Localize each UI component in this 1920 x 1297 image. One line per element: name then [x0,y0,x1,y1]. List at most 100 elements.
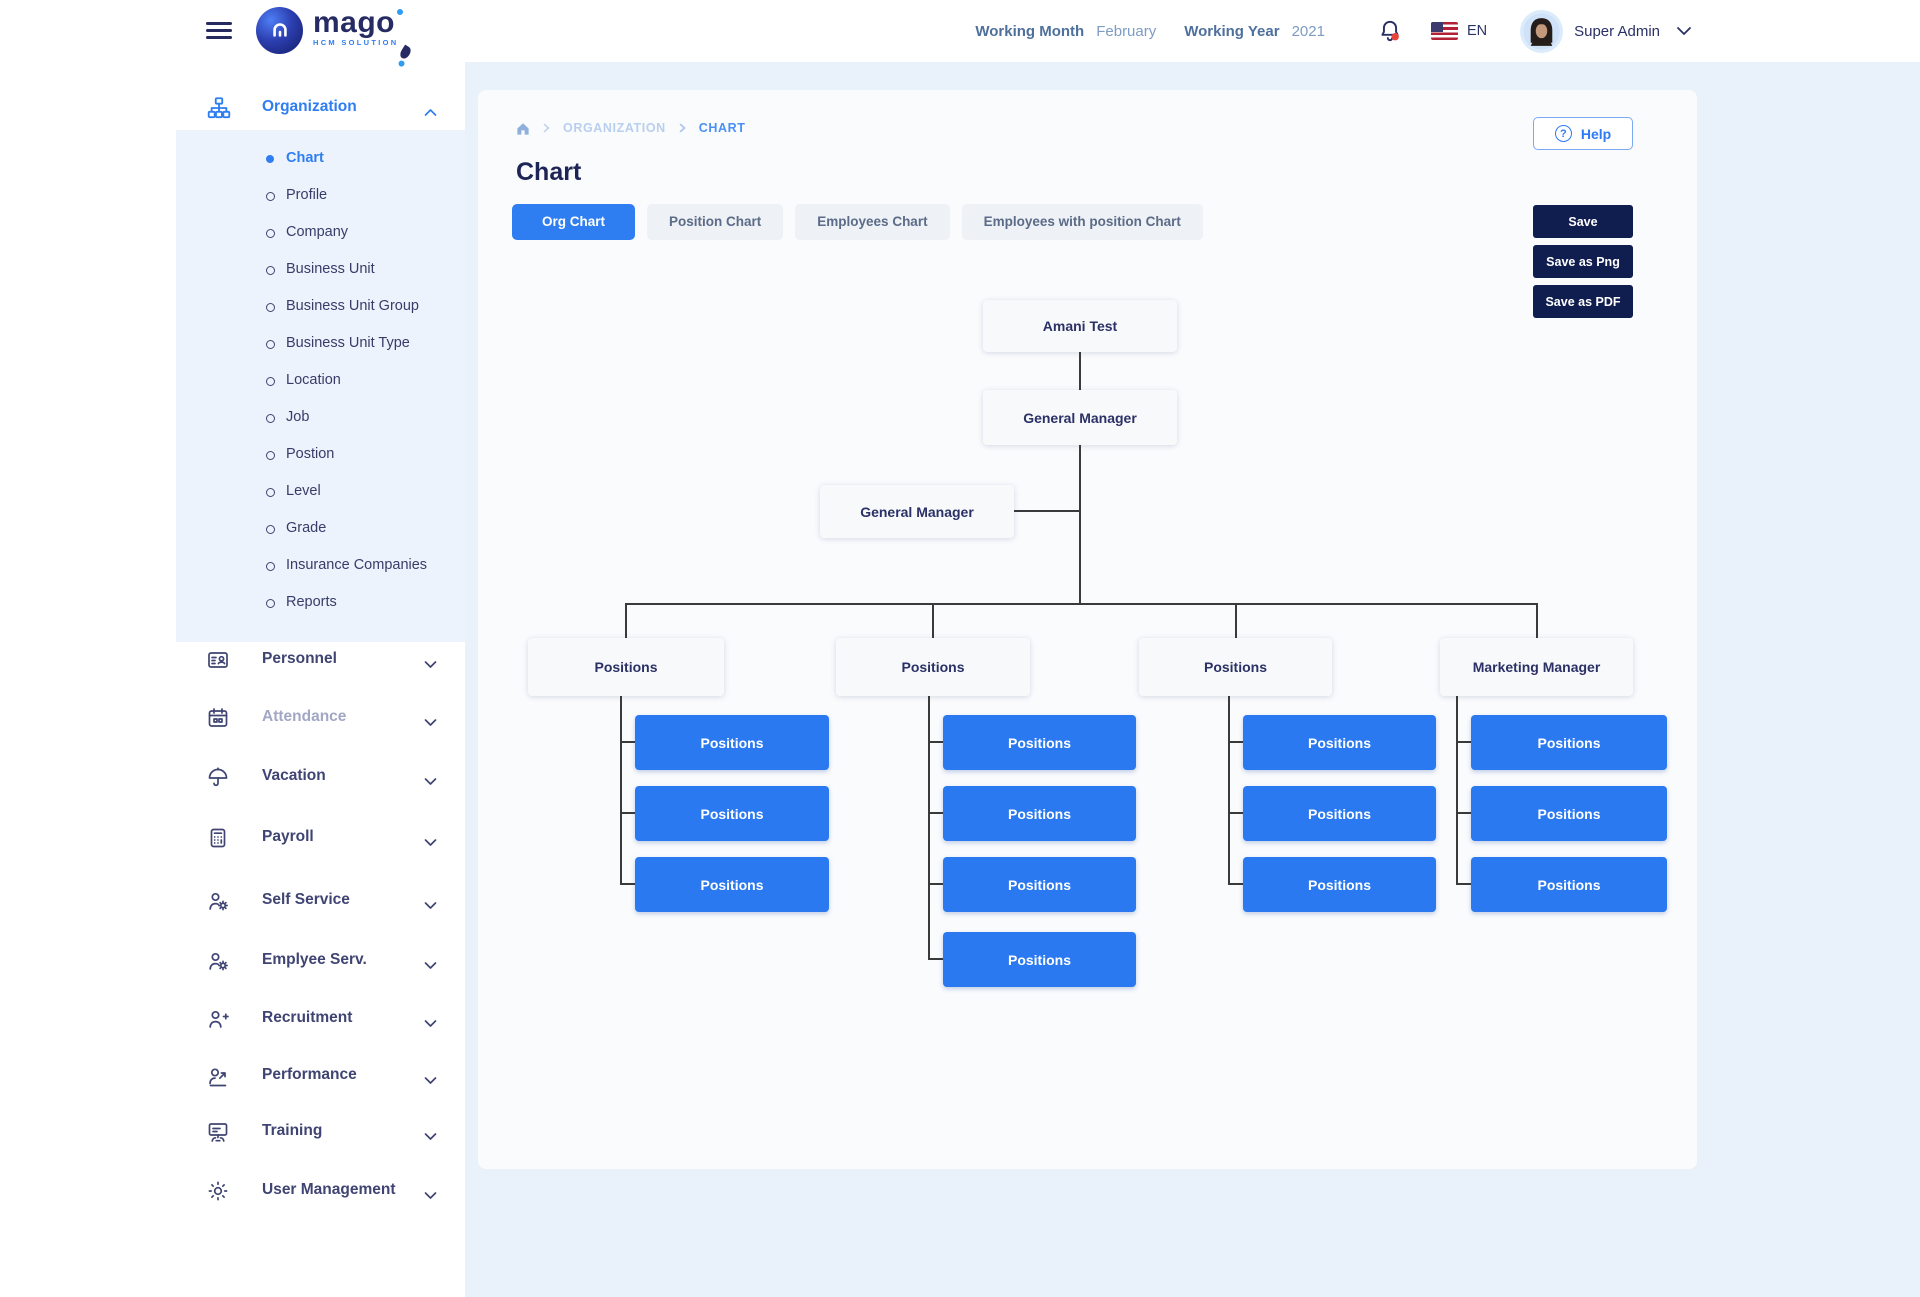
chevron-down-icon [424,1192,437,1199]
chevron-down-icon [424,1020,437,1027]
org-node-branch-parent[interactable]: Marketing Manager [1440,638,1633,696]
org-node-branch-parent[interactable]: Positions [836,638,1030,696]
org-node-position[interactable]: Positions [943,932,1136,987]
sidebar-subitem-label: Profile [286,187,328,203]
page-title: Chart [516,158,582,186]
hamburger-menu-icon[interactable] [206,22,232,40]
connector-line [1234,603,1237,638]
sidebar-item-performance[interactable]: Performance [0,1054,465,1098]
org-node-branch-parent[interactable]: Positions [1139,638,1332,696]
sidebar-subitem-label: Chart [286,150,324,166]
tab-position-chart[interactable]: Position Chart [647,204,784,240]
tab-org-chart[interactable]: Org Chart [512,204,636,240]
sidebar-item-label: User Management [262,1181,396,1198]
sidebar-item-recruitment[interactable]: Recruitment [0,997,465,1041]
sidebar-subitem-business-unit-group[interactable]: Business Unit Group [176,291,465,323]
sidebar-item-training[interactable]: Training [0,1110,465,1154]
chart-tabs: Org Chart Position Chart Employees Chart Em… [512,204,1215,240]
notification-bell-icon[interactable] [1377,18,1403,44]
connector-line [1456,696,1458,885]
save-as-png-button[interactable]: Save as Png [1533,245,1633,278]
app-logo[interactable]: mago HCM SOLUTION [256,7,413,61]
org-node-assistant-manager[interactable]: General Manager [820,485,1014,538]
org-node-general-manager[interactable]: General Manager [983,390,1177,445]
sidebar-item-attendance[interactable]: Attendance [0,696,465,740]
chevron-down-icon[interactable] [1676,26,1692,36]
us-flag-icon[interactable] [1430,22,1458,40]
org-node-position[interactable]: Positions [635,786,829,841]
working-year-value[interactable]: 2021 [1291,22,1325,40]
connector-line [1535,603,1538,638]
org-node-position[interactable]: Positions [635,857,829,912]
sidebar-item-user-management[interactable]: User Management [0,1169,465,1213]
bullet-icon [266,414,275,423]
person-gear-icon [209,892,228,911]
org-node-position[interactable]: Positions [943,786,1136,841]
connector-line [1014,510,1080,512]
chevron-down-icon [424,661,437,668]
sidebar-subitem-grade[interactable]: Grade [176,513,465,545]
org-node-position[interactable]: Positions [1243,857,1436,912]
person-trend-icon [209,1068,227,1087]
bullet-icon [266,266,275,275]
org-node-position[interactable]: Positions [943,715,1136,770]
sidebar-subitem-profile[interactable]: Profile [176,180,465,212]
training-icon [208,1123,228,1142]
home-icon[interactable] [516,122,530,135]
user-name[interactable]: Super Admin [1574,22,1660,40]
sidebar-subitem-location[interactable]: Location [176,365,465,397]
org-node-position[interactable]: Positions [1243,715,1436,770]
tab-employees-with-position-chart[interactable]: Employees with position Chart [961,204,1203,240]
sidebar-subitem-postion[interactable]: Postion [176,439,465,471]
sidebar-subitem-job[interactable]: Job [176,402,465,434]
bullet-icon [266,229,275,238]
org-node-position[interactable]: Positions [943,857,1136,912]
org-node-position[interactable]: Positions [1471,857,1667,912]
org-node-branch-parent[interactable]: Positions [528,638,724,696]
sidebar-subitem-company[interactable]: Company [176,217,465,249]
save-as-pdf-button[interactable]: Save as PDF [1533,285,1633,318]
connector-line [1228,883,1243,885]
sidebar-subitem-insurance-companies[interactable]: Insurance Companies [176,550,465,582]
connector-line [620,812,635,814]
sidebar-subitem-business-unit[interactable]: Business Unit [176,254,465,286]
sidebar-subitem-business-unit-type[interactable]: Business Unit Type [176,328,465,360]
chevron-down-icon [424,962,437,969]
sidebar-item-self-service[interactable]: Self Service [0,879,465,923]
save-button[interactable]: Save [1533,205,1633,238]
connector-line [1228,696,1230,885]
org-node-position[interactable]: Positions [1243,786,1436,841]
avatar[interactable] [1523,12,1561,50]
sidebar-item-payroll[interactable]: Payroll [0,816,465,860]
sidebar-subitem-label: Level [286,483,321,499]
connector-line [1228,812,1243,814]
sidebar-subitem-level[interactable]: Level [176,476,465,508]
chevron-up-icon [424,104,437,122]
help-button[interactable]: ? Help [1533,117,1633,150]
language-label[interactable]: EN [1466,23,1488,39]
help-label: Help [1580,125,1612,142]
connector-line [928,812,943,814]
sidebar-item-personnel[interactable]: Personnel [0,638,465,682]
sidebar-subitem-label: Reports [286,594,337,610]
tab-employees-chart[interactable]: Employees Chart [795,204,950,240]
connector-line [1228,741,1243,743]
connector-line [620,883,635,885]
sidebar-item-vacation[interactable]: Vacation [0,755,465,799]
sidebar-subitem-label: Postion [286,446,335,462]
sidebar-item-emplyee-serv-[interactable]: Emplyee Serv. [0,939,465,983]
sidebar-item-organization[interactable]: Organization [0,86,465,130]
org-node-position[interactable]: Positions [635,715,829,770]
chevron-down-icon [424,902,437,909]
org-node-position[interactable]: Positions [1471,715,1667,770]
breadcrumb-organization[interactable]: ORGANIZATION [563,121,666,135]
sidebar-subitem-label: Business Unit Type [286,335,410,351]
bullet-icon [266,340,275,349]
sidebar-subitem-reports[interactable]: Reports [176,587,465,619]
org-node-position[interactable]: Positions [1471,786,1667,841]
working-month-value[interactable]: February [1096,22,1157,40]
sidebar-subitem-chart[interactable]: Chart [176,143,465,175]
org-node-root[interactable]: Amani Test [983,300,1177,352]
connector-line [1079,445,1081,603]
